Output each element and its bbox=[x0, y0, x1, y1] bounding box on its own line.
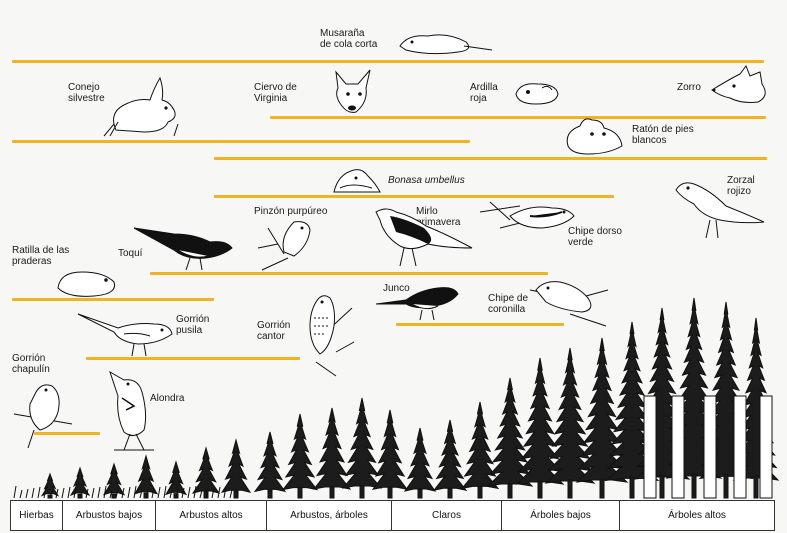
grass-blade bbox=[26, 489, 28, 498]
scale-cell-arbustos-arboles: Arbustos, árboles bbox=[267, 501, 392, 530]
tree-shape bbox=[405, 428, 435, 491]
tree-shape bbox=[373, 410, 407, 489]
shrew-illustration bbox=[398, 30, 494, 58]
tall-trunk bbox=[644, 396, 656, 498]
deer-illustration bbox=[328, 66, 378, 116]
grass-blade bbox=[164, 486, 166, 498]
grass-blade bbox=[230, 490, 232, 498]
scale-cell-arboles-bajos: Árboles bajos bbox=[502, 501, 620, 530]
grass-blade bbox=[158, 487, 160, 498]
label-bonasa: Bonasa umbellus bbox=[388, 175, 465, 186]
rabbit-illustration bbox=[104, 74, 184, 138]
tall-trunk bbox=[760, 396, 772, 498]
scale-cell-claros: Claros bbox=[392, 501, 502, 530]
tree-trunk bbox=[692, 474, 696, 498]
scale-cell-arbustos-bajos: Arbustos bajos bbox=[63, 501, 156, 530]
tall-trunk bbox=[734, 396, 746, 498]
grass-blade bbox=[32, 488, 34, 498]
tree-trunk bbox=[448, 489, 452, 498]
robin-illustration bbox=[376, 206, 474, 268]
label-ciervo: Ciervo de Virginia bbox=[254, 82, 297, 104]
green-warbler-illustration bbox=[480, 198, 576, 246]
range-bar-musarana bbox=[12, 60, 764, 63]
tree-shape bbox=[255, 432, 285, 491]
scale-cell-hierbas: Hierbas bbox=[11, 501, 63, 530]
tree-trunk bbox=[360, 486, 364, 498]
tree-shape bbox=[283, 414, 317, 490]
grass-blade bbox=[62, 488, 64, 498]
grass-blade bbox=[188, 487, 190, 498]
tree-shape bbox=[343, 398, 381, 488]
scale-cell-arboles-altos: Árboles altos bbox=[620, 501, 774, 530]
range-bar-toqui bbox=[150, 272, 548, 275]
label-musarana: Musaraña de cola corta bbox=[320, 28, 377, 50]
tree-trunk bbox=[568, 480, 572, 498]
tall-trunk bbox=[672, 396, 684, 498]
scale-cell-arbustos-altos: Arbustos altos bbox=[156, 501, 267, 530]
vegetation-illustration bbox=[10, 286, 775, 500]
tree-trunk bbox=[478, 486, 482, 498]
tree-trunk bbox=[724, 474, 728, 498]
range-bar-ciervo bbox=[270, 116, 766, 119]
label-zorro: Zorro bbox=[677, 82, 701, 93]
grass-blade bbox=[20, 490, 22, 498]
label-pinzon: Pinzón purpúreo bbox=[254, 206, 327, 217]
grass-blade bbox=[68, 487, 70, 498]
grass-blade bbox=[38, 487, 40, 498]
thrush-illustration bbox=[670, 176, 766, 242]
grass-blade bbox=[14, 486, 16, 498]
tree-shape bbox=[193, 448, 219, 493]
tree-trunk bbox=[538, 481, 542, 498]
tall-trunk bbox=[704, 396, 716, 498]
tree-trunk bbox=[600, 479, 604, 498]
towhee-illustration bbox=[134, 220, 234, 272]
tree-trunk bbox=[660, 475, 664, 498]
tree-trunk bbox=[112, 494, 116, 498]
grouse-illustration bbox=[332, 166, 382, 194]
grass-blade bbox=[128, 487, 130, 498]
habitat-scale: Hierbas Arbustos bajos Arbustos altos Ar… bbox=[10, 500, 775, 531]
fox-illustration bbox=[712, 66, 772, 106]
label-ratilla: Ratilla de las praderas bbox=[12, 245, 69, 267]
grass-blade bbox=[92, 488, 94, 498]
tree-trunk bbox=[330, 487, 334, 498]
tree-shape bbox=[434, 420, 466, 490]
purple-finch-illustration bbox=[258, 218, 316, 272]
tree-trunk bbox=[298, 488, 302, 498]
tree-shape bbox=[314, 408, 350, 489]
range-bar-conejo bbox=[12, 140, 470, 143]
tree-shape bbox=[222, 440, 250, 492]
label-chipe-dorso: Chipe dorso verde bbox=[568, 226, 622, 248]
tree-trunk bbox=[754, 476, 758, 498]
tree-shape bbox=[462, 402, 498, 488]
label-raton: Ratón de pies blancos bbox=[632, 124, 694, 146]
tree-trunk bbox=[418, 490, 422, 498]
label-ardilla: Ardilla roja bbox=[470, 82, 498, 104]
tree-shape bbox=[104, 464, 124, 495]
tree-shape bbox=[71, 468, 89, 495]
tree-trunk bbox=[268, 490, 272, 498]
label-conejo: Conejo silvestre bbox=[68, 82, 105, 104]
tree-shape bbox=[42, 474, 58, 496]
grass-blade bbox=[98, 487, 100, 498]
tree-shape bbox=[166, 462, 186, 494]
range-bar-raton bbox=[214, 157, 767, 160]
tree-trunk bbox=[630, 477, 634, 498]
tree-trunk bbox=[388, 487, 392, 498]
squirrel-illustration bbox=[512, 80, 562, 106]
mouse-illustration bbox=[562, 116, 628, 156]
tree-trunk bbox=[508, 484, 512, 498]
